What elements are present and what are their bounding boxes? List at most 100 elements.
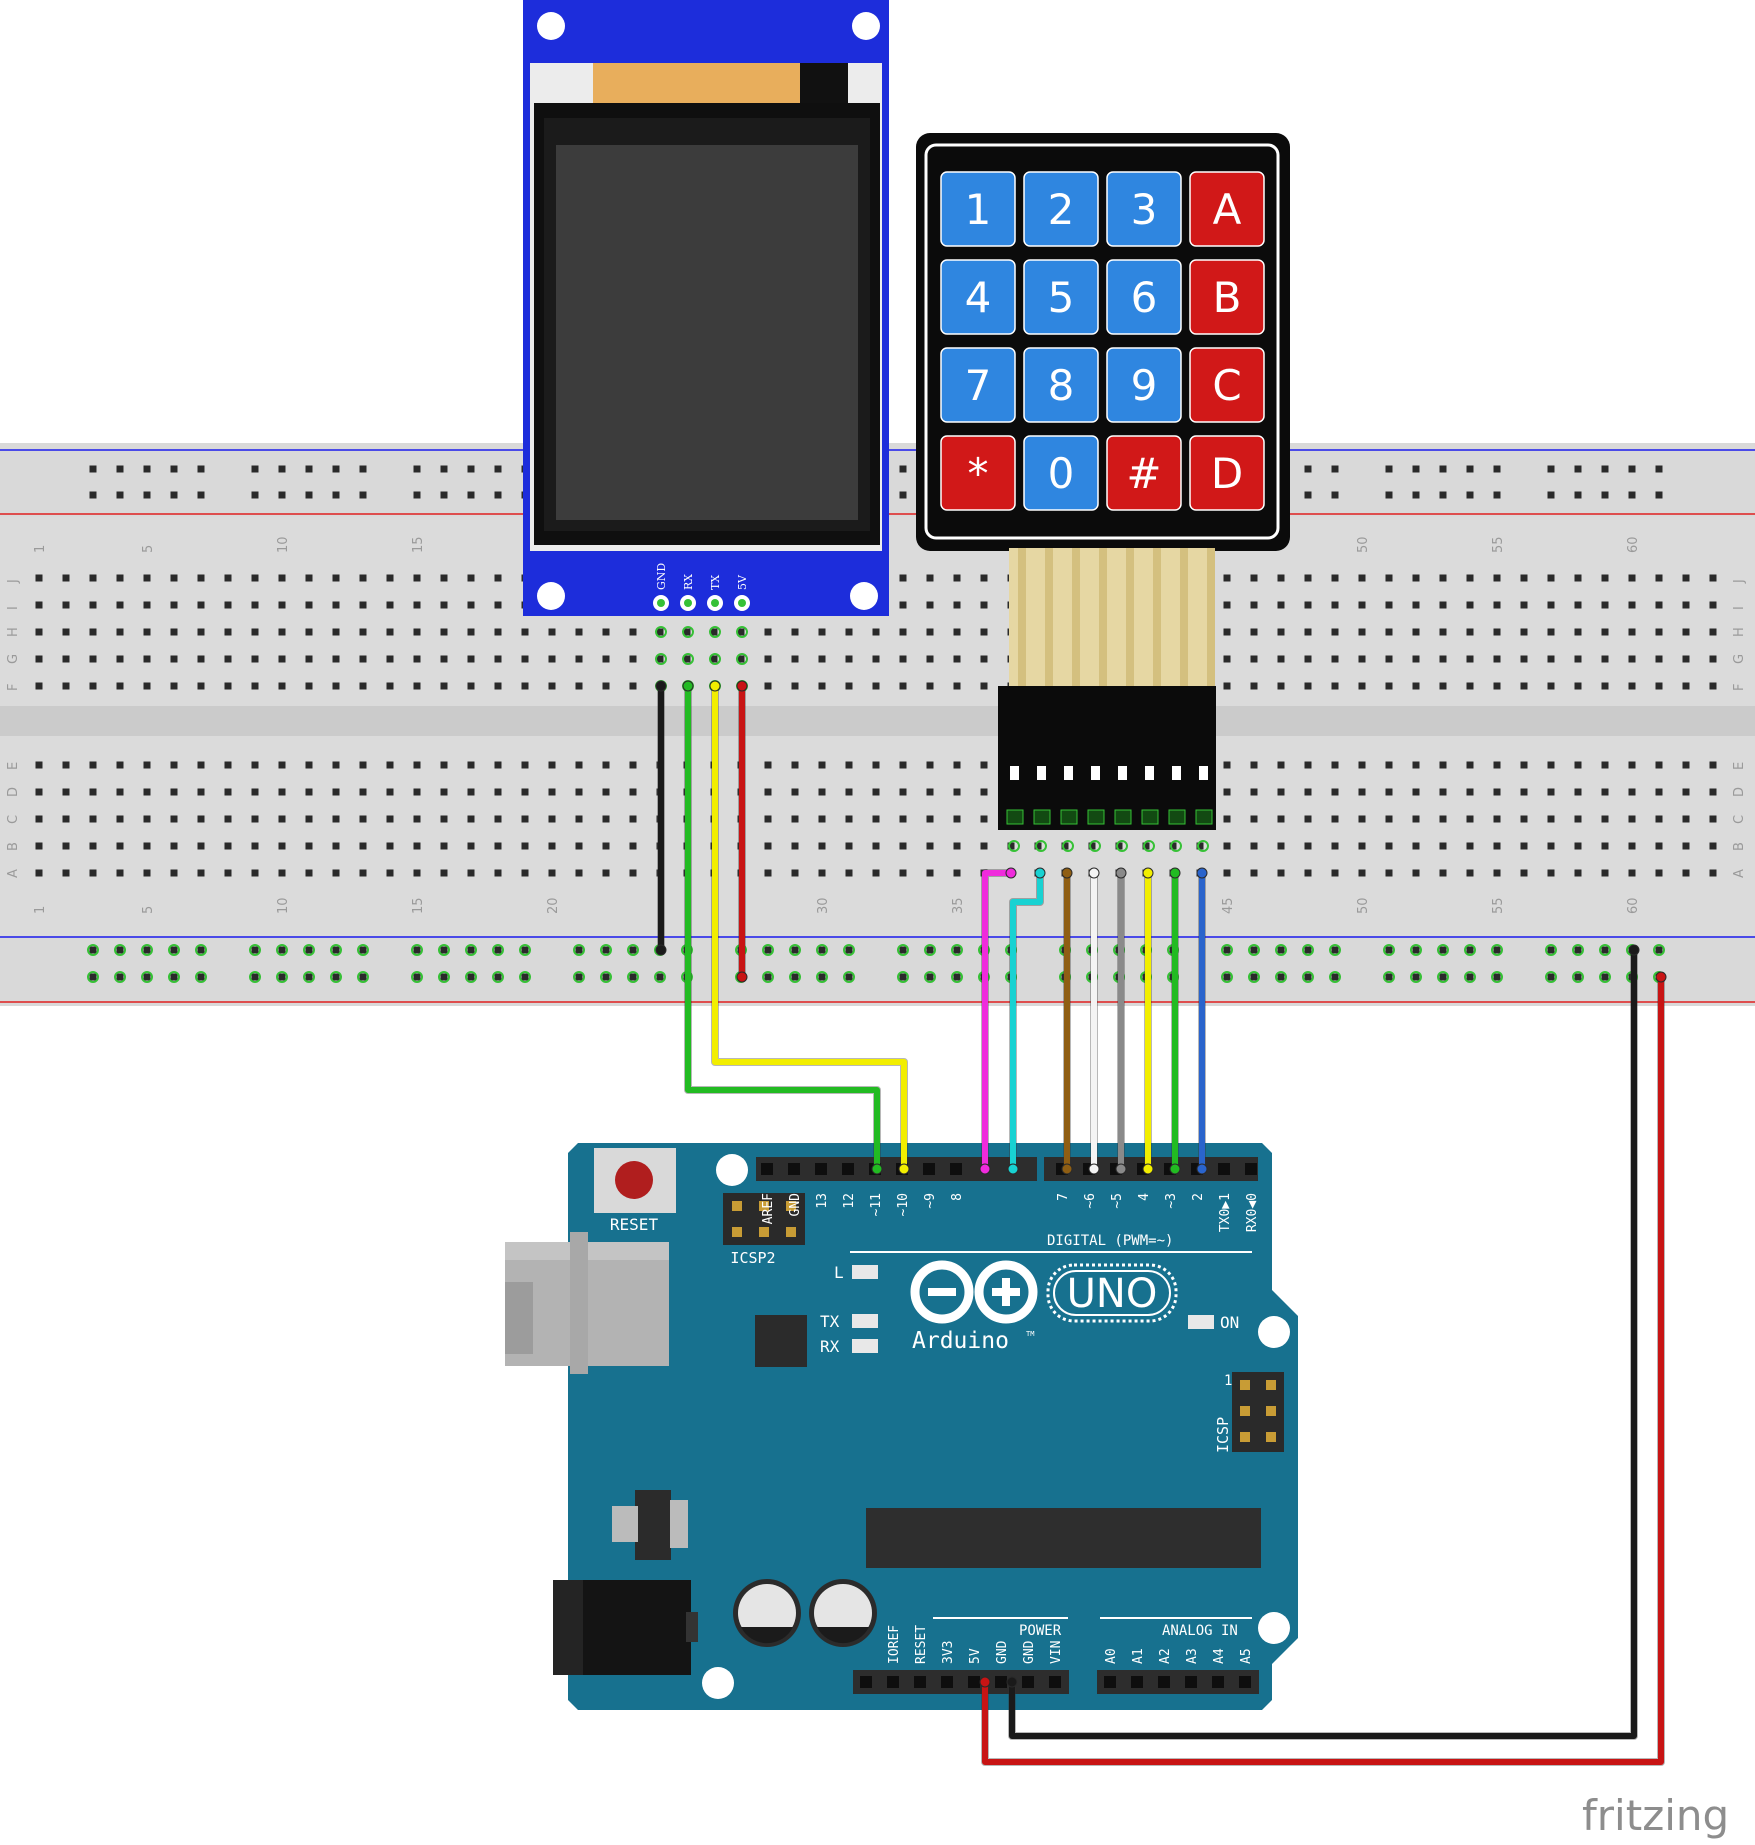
breadboard-hole[interactable]	[1520, 761, 1528, 769]
power-rail-hole[interactable]	[440, 465, 448, 473]
power-header-pin[interactable]	[1185, 1676, 1197, 1688]
breadboard-hole[interactable]	[197, 601, 205, 609]
breadboard-hole[interactable]	[467, 628, 475, 636]
breadboard-hole[interactable]	[251, 788, 259, 796]
breadboard-hole[interactable]	[1493, 682, 1501, 690]
power-rail-hole[interactable]	[278, 465, 286, 473]
keypad-key[interactable]	[940, 347, 1016, 423]
breadboard-hole[interactable]	[332, 761, 340, 769]
power-rail-hole[interactable]	[1331, 973, 1339, 981]
breadboard-hole[interactable]	[1304, 761, 1312, 769]
breadboard-hole[interactable]	[1223, 815, 1231, 823]
power-header-pin[interactable]	[1239, 1676, 1251, 1688]
power-rail-hole[interactable]	[899, 973, 907, 981]
power-rail-hole[interactable]	[953, 973, 961, 981]
power-rail-hole[interactable]	[1574, 465, 1582, 473]
breadboard-hole[interactable]	[1358, 761, 1366, 769]
breadboard-hole[interactable]	[1655, 788, 1663, 796]
breadboard-hole[interactable]	[1547, 761, 1555, 769]
breadboard-hole[interactable]	[62, 655, 70, 663]
breadboard-hole[interactable]	[521, 655, 529, 663]
breadboard-hole[interactable]	[440, 869, 448, 877]
breadboard-hole[interactable]	[1142, 842, 1150, 850]
breadboard-hole[interactable]	[1466, 628, 1474, 636]
power-rail-hole[interactable]	[1439, 973, 1447, 981]
breadboard-hole[interactable]	[926, 601, 934, 609]
breadboard-hole[interactable]	[926, 761, 934, 769]
breadboard-hole[interactable]	[413, 628, 421, 636]
breadboard-hole[interactable]	[1439, 761, 1447, 769]
breadboard-hole[interactable]	[1547, 869, 1555, 877]
reset-button[interactable]	[615, 1161, 653, 1199]
breadboard-hole[interactable]	[1439, 842, 1447, 850]
breadboard-hole[interactable]	[278, 788, 286, 796]
breadboard-hole[interactable]	[953, 815, 961, 823]
breadboard-hole[interactable]	[305, 682, 313, 690]
breadboard-hole[interactable]	[305, 815, 313, 823]
breadboard-hole[interactable]	[845, 682, 853, 690]
breadboard-hole[interactable]	[1709, 682, 1717, 690]
breadboard-hole[interactable]	[467, 842, 475, 850]
breadboard-hole[interactable]	[1520, 601, 1528, 609]
power-rail-hole[interactable]	[1574, 946, 1582, 954]
breadboard-hole[interactable]	[1412, 869, 1420, 877]
breadboard-hole[interactable]	[1709, 788, 1717, 796]
power-rail-hole[interactable]	[197, 491, 205, 499]
breadboard-hole[interactable]	[1439, 655, 1447, 663]
breadboard-hole[interactable]	[1250, 682, 1258, 690]
breadboard-hole[interactable]	[1304, 869, 1312, 877]
power-rail-hole[interactable]	[1331, 491, 1339, 499]
breadboard-hole[interactable]	[1601, 788, 1609, 796]
breadboard-hole[interactable]	[332, 682, 340, 690]
breadboard-hole[interactable]	[953, 574, 961, 582]
breadboard-hole[interactable]	[1709, 574, 1717, 582]
breadboard-hole[interactable]	[170, 869, 178, 877]
breadboard-hole[interactable]	[197, 815, 205, 823]
breadboard-hole[interactable]	[305, 761, 313, 769]
breadboard-hole[interactable]	[1520, 628, 1528, 636]
breadboard-hole[interactable]	[710, 655, 718, 663]
breadboard-hole[interactable]	[548, 815, 556, 823]
breadboard-hole[interactable]	[926, 815, 934, 823]
breadboard-hole[interactable]	[1601, 869, 1609, 877]
keypad-key[interactable]	[1023, 347, 1099, 423]
breadboard-hole[interactable]	[116, 682, 124, 690]
breadboard-hole[interactable]	[1466, 574, 1474, 582]
breadboard-hole[interactable]	[89, 655, 97, 663]
breadboard-hole[interactable]	[89, 869, 97, 877]
breadboard-hole[interactable]	[1682, 601, 1690, 609]
power-rail-hole[interactable]	[170, 946, 178, 954]
breadboard-hole[interactable]	[467, 869, 475, 877]
breadboard-hole[interactable]	[413, 815, 421, 823]
breadboard-hole[interactable]	[980, 842, 988, 850]
breadboard-hole[interactable]	[413, 842, 421, 850]
breadboard-hole[interactable]	[440, 655, 448, 663]
power-rail-hole[interactable]	[494, 491, 502, 499]
breadboard-hole[interactable]	[980, 761, 988, 769]
breadboard-hole[interactable]	[62, 869, 70, 877]
power-rail-hole[interactable]	[1601, 946, 1609, 954]
breadboard-hole[interactable]	[332, 869, 340, 877]
breadboard-hole[interactable]	[1655, 842, 1663, 850]
breadboard-hole[interactable]	[1331, 655, 1339, 663]
breadboard-hole[interactable]	[62, 628, 70, 636]
breadboard-hole[interactable]	[1034, 842, 1042, 850]
breadboard-hole[interactable]	[629, 815, 637, 823]
breadboard-hole[interactable]	[1304, 842, 1312, 850]
breadboard-hole[interactable]	[1223, 628, 1231, 636]
breadboard-hole[interactable]	[143, 815, 151, 823]
breadboard-hole[interactable]	[1628, 574, 1636, 582]
breadboard-hole[interactable]	[764, 815, 772, 823]
breadboard-hole[interactable]	[764, 682, 772, 690]
breadboard-hole[interactable]	[953, 788, 961, 796]
power-rail-hole[interactable]	[413, 465, 421, 473]
breadboard-hole[interactable]	[602, 761, 610, 769]
power-rail-hole[interactable]	[1304, 491, 1312, 499]
breadboard-hole[interactable]	[89, 842, 97, 850]
breadboard-hole[interactable]	[1601, 842, 1609, 850]
breadboard-hole[interactable]	[602, 628, 610, 636]
breadboard-hole[interactable]	[1493, 655, 1501, 663]
power-rail-hole[interactable]	[1655, 491, 1663, 499]
breadboard-hole[interactable]	[1277, 682, 1285, 690]
breadboard-hole[interactable]	[386, 869, 394, 877]
